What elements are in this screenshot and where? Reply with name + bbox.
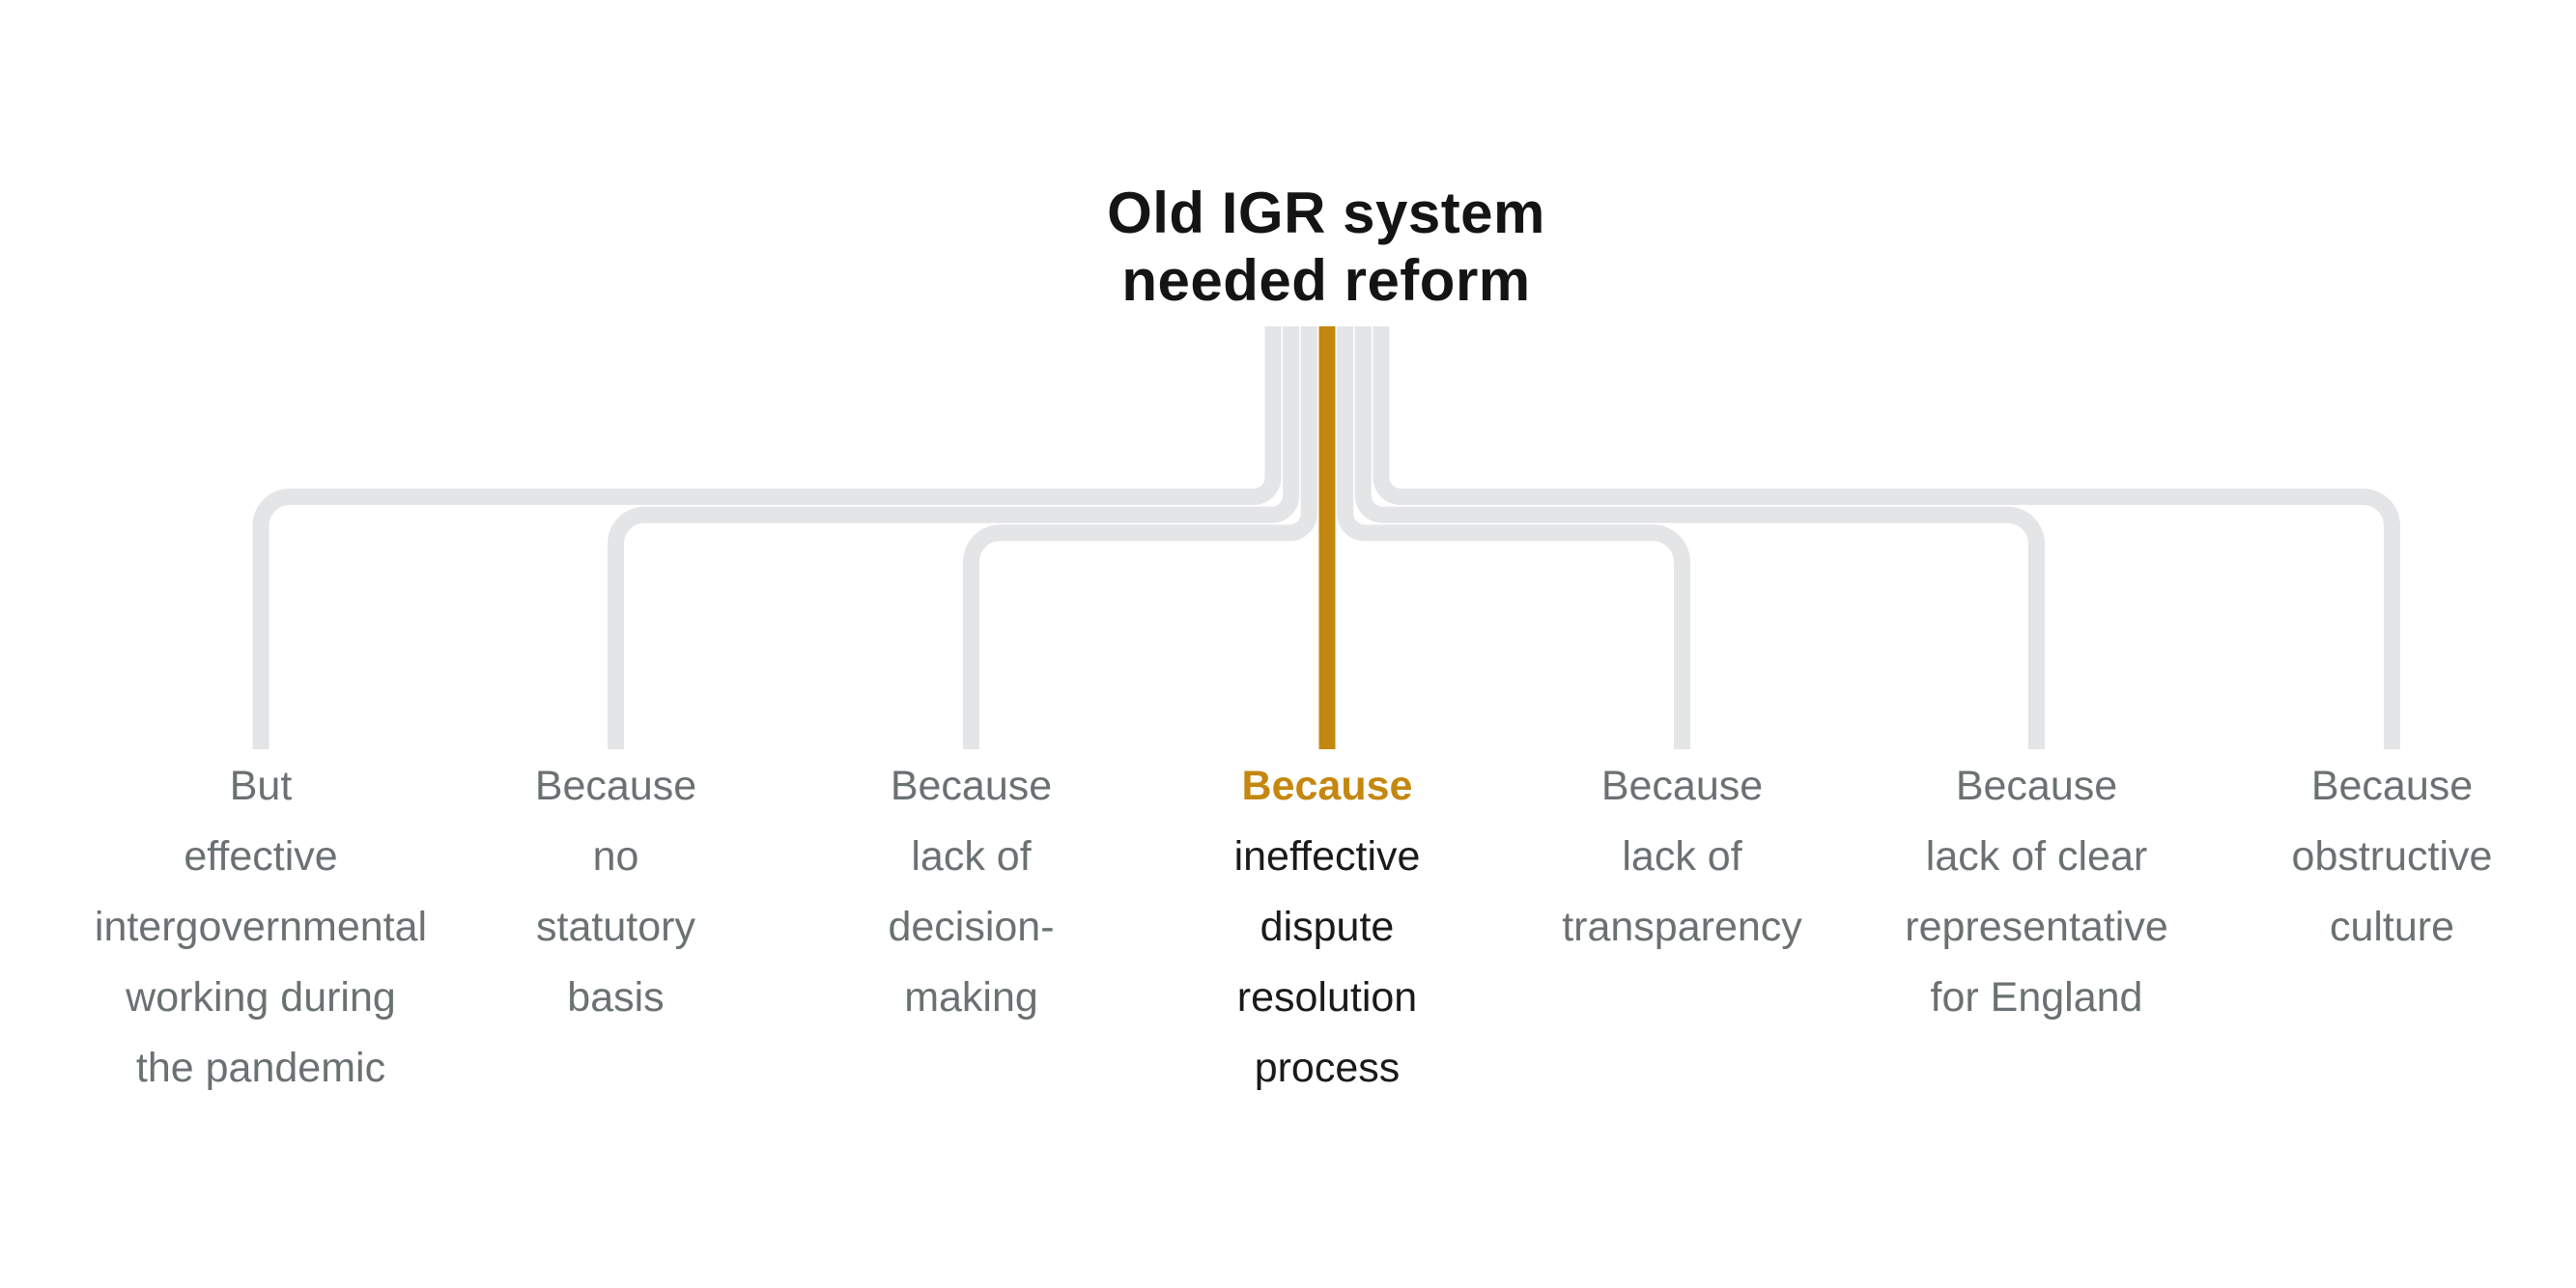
tree-node[interactable]: Because no statutory basis <box>413 751 819 1033</box>
node-text-line: effective <box>184 833 338 880</box>
node-keyword: But <box>229 763 293 809</box>
connector-line <box>963 326 1317 749</box>
connector-line <box>252 326 1282 749</box>
tree-node[interactable]: Because lack of decision-making <box>769 751 1175 1033</box>
node-text-line: intergovernmental <box>94 904 428 950</box>
tree-node[interactable]: Because obstructive culture <box>2190 751 2576 963</box>
node-text-line: no <box>592 833 639 880</box>
tree-node[interactable]: But effective intergovernmental working dur… <box>58 751 464 1104</box>
node-keyword: Because <box>1600 763 1764 809</box>
node-text-line: ineffective <box>1233 833 1421 880</box>
node-text-line: lack of <box>911 833 1032 880</box>
node-text-line: making <box>904 974 1038 1021</box>
node-text-line: transparency <box>1562 904 1802 950</box>
node-text-line: the pandemic <box>135 1045 386 1091</box>
node-text-line: resolution <box>1236 974 1418 1021</box>
node-text-line: for England <box>1930 974 2143 1021</box>
node-text-line: lack of <box>1622 833 1742 880</box>
node-keyword: Because <box>890 763 1053 809</box>
root-claim-label[interactable]: Old IGR system needed reform <box>1107 181 1545 313</box>
node-text-line: representative <box>1905 904 2168 950</box>
tree-node-selected[interactable]: Because ineffective dispute resolution proce… <box>1124 751 1530 1104</box>
node-text-line: lack of clear <box>1925 833 2148 880</box>
node-text-line: statutory <box>536 904 695 950</box>
connector-line <box>1373 326 2400 749</box>
connector-line <box>1337 326 1690 749</box>
node-text-line: dispute <box>1260 904 1395 950</box>
node-text-line: obstructive <box>2291 833 2493 880</box>
connector-line <box>1354 326 2045 749</box>
node-text-line: working during <box>126 974 396 1021</box>
node-keyword: Because <box>2310 763 2474 809</box>
node-keyword: Because <box>534 763 697 809</box>
tree-node[interactable]: Because lack of transparency <box>1480 751 1885 963</box>
tree-node[interactable]: Because lack of clear representative for En… <box>1834 751 2240 1033</box>
connector-line <box>608 326 1300 749</box>
node-keyword: Because <box>1241 763 1413 809</box>
node-keyword: Because <box>1955 763 2118 809</box>
node-text-line: basis <box>567 974 665 1021</box>
node-text-line: decision- <box>888 904 1055 950</box>
node-text-line: culture <box>2329 904 2455 950</box>
node-text-line: process <box>1254 1045 1401 1091</box>
